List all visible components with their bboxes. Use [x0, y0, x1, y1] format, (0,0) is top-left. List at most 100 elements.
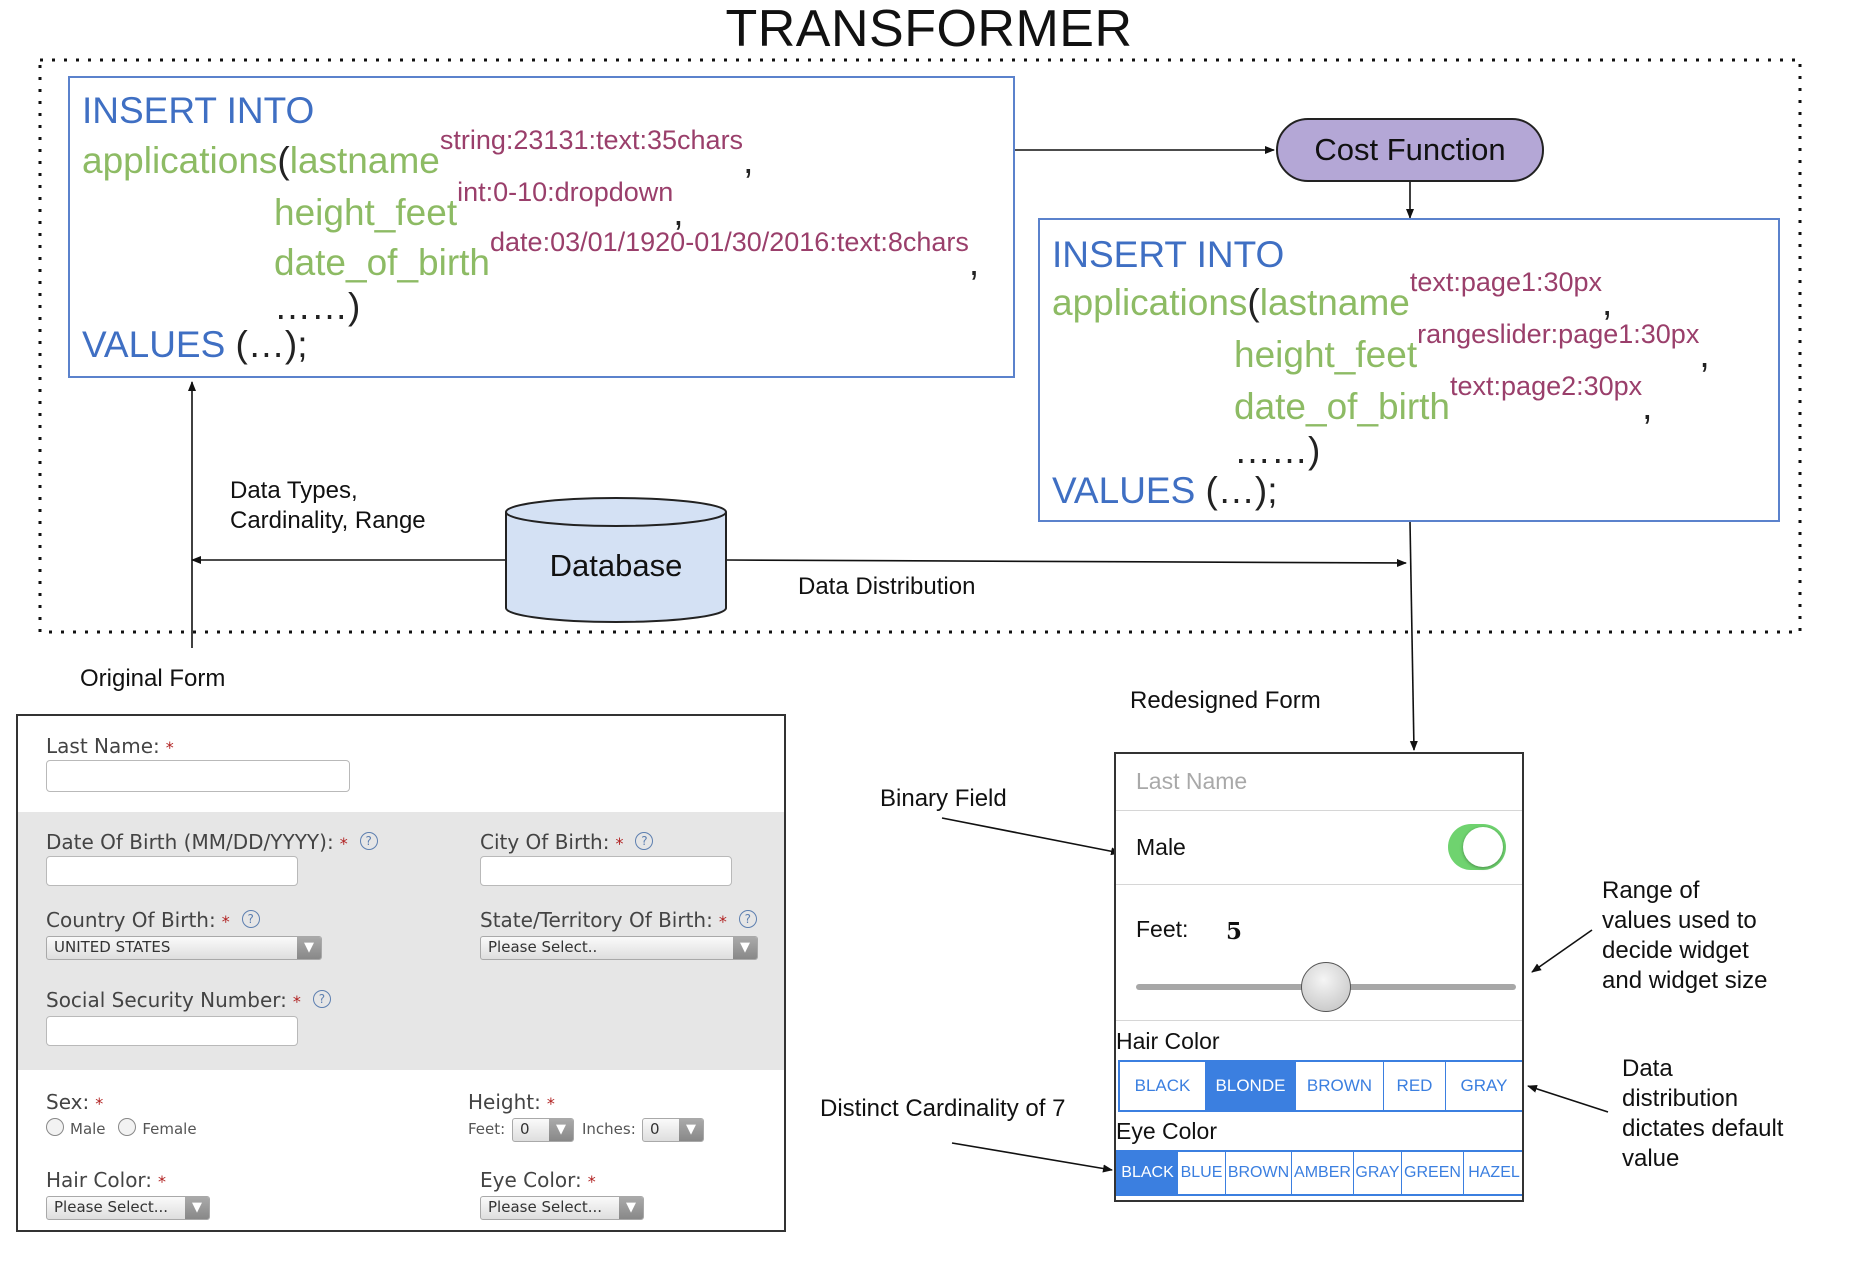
- chevron-down-icon: ▼: [679, 1119, 703, 1141]
- data-types-label-2: Cardinality, Range: [230, 507, 426, 534]
- male-radio[interactable]: [46, 1118, 64, 1136]
- hair-color-option[interactable]: BLACK: [1120, 1062, 1206, 1110]
- column-name: date_of_birth: [274, 242, 491, 283]
- chevron-down-icon: ▼: [297, 937, 321, 959]
- label-text: Date Of Birth (MM/DD/YYYY):: [46, 830, 334, 854]
- sex-label: Sex:*: [46, 1090, 103, 1114]
- label-text: Height:: [468, 1090, 541, 1114]
- label-text: Sex:: [46, 1090, 90, 1114]
- arrow-sql-to-redesigned-form: [1409, 521, 1418, 751]
- diagram-title: TRANSFORMER: [725, 0, 1133, 58]
- required-star: *: [165, 738, 174, 757]
- inches-select[interactable]: 0▼: [642, 1118, 704, 1142]
- help-icon[interactable]: ?: [359, 832, 378, 850]
- eye-color-option[interactable]: AMBER: [1292, 1152, 1354, 1194]
- range-note-line: values used to: [1602, 907, 1757, 934]
- distribution-note-line: value: [1622, 1145, 1680, 1172]
- distinct-cardinality-label: Distinct Cardinality of 7: [820, 1095, 1066, 1122]
- male-label: Male: [70, 1120, 106, 1138]
- eye-color-option[interactable]: GRAY: [1354, 1152, 1402, 1194]
- required-star: *: [292, 992, 301, 1011]
- label-text: Country Of Birth:: [46, 908, 216, 932]
- required-star: *: [615, 834, 624, 853]
- eye-color-option[interactable]: BROWN: [1226, 1152, 1292, 1194]
- sex-radio-group: Male Female: [46, 1118, 197, 1138]
- required-star: *: [221, 912, 230, 931]
- hair-color-select[interactable]: Please Select... ▼: [46, 1196, 210, 1220]
- hair-color-option[interactable]: BROWN: [1296, 1062, 1384, 1110]
- male-toggle[interactable]: [1448, 824, 1506, 870]
- values-line: VALUES (…);: [82, 324, 307, 366]
- eye-color-option[interactable]: GREEN: [1402, 1152, 1464, 1194]
- eye-color-select[interactable]: Please Select...▼: [480, 1196, 644, 1220]
- ssn-input[interactable]: [46, 1016, 298, 1046]
- required-star: *: [339, 834, 348, 853]
- hair-color-option[interactable]: BLONDE: [1206, 1062, 1296, 1110]
- hair-color-label: Hair Color:*: [46, 1168, 166, 1192]
- eye-color-title: Eye Color: [1116, 1118, 1217, 1144]
- hair-color-title: Hair Color: [1116, 1028, 1220, 1054]
- range-note-line: and widget size: [1602, 967, 1768, 994]
- chevron-down-icon: ▼: [185, 1197, 209, 1219]
- column-name: height_feet: [274, 192, 458, 233]
- distribution-note: Data distribution dictates default value: [1622, 1054, 1783, 1174]
- feet-label: Feet:: [468, 1120, 506, 1138]
- feet-select[interactable]: 0▼: [512, 1118, 574, 1142]
- help-icon[interactable]: ?: [635, 832, 654, 850]
- help-icon[interactable]: ?: [241, 910, 260, 928]
- column-name: lastname: [1259, 282, 1410, 323]
- comma: ,: [1642, 386, 1653, 427]
- table-name: applications: [82, 140, 278, 181]
- label-text: Eye Color:: [480, 1168, 582, 1192]
- distribution-note-line: distribution: [1622, 1085, 1739, 1112]
- label-text: City Of Birth:: [480, 830, 610, 854]
- comma: ,: [1699, 334, 1710, 375]
- last-name-field[interactable]: Last Name: [1136, 768, 1248, 794]
- range-note-line: Range of: [1602, 877, 1700, 904]
- eye-color-option[interactable]: HAZEL: [1468, 1164, 1520, 1181]
- insert-keyword: INSERT INTO: [1052, 234, 1285, 275]
- sql-line-2: height_feetrangeslider:page1:30px,: [1234, 319, 1710, 376]
- male-label: Male: [1136, 834, 1186, 860]
- state-label: State/Territory Of Birth:*?: [480, 908, 757, 932]
- select-value: 0: [520, 1120, 530, 1138]
- select-value: Please Select...: [488, 1198, 603, 1216]
- country-label: Country Of Birth: *?: [46, 908, 260, 932]
- help-icon[interactable]: ?: [312, 990, 331, 1008]
- insert-keyword: INSERT INTO: [82, 90, 315, 131]
- original-form-label: Original Form: [80, 665, 226, 692]
- divider: [1116, 1020, 1522, 1021]
- select-value: 0: [650, 1120, 660, 1138]
- column-annotation: text:page2:30px: [1450, 371, 1643, 401]
- hair-color-option[interactable]: GRAY: [1460, 1076, 1508, 1095]
- state-select[interactable]: Please Select..▼: [480, 936, 758, 960]
- distribution-note-line: Data: [1622, 1055, 1673, 1082]
- values-rest: (…);: [1195, 470, 1278, 511]
- select-value: Please Select...: [54, 1198, 169, 1216]
- feet-slider-thumb[interactable]: [1301, 962, 1351, 1012]
- last-name-input[interactable]: [46, 760, 350, 792]
- feet-label: Feet:: [1136, 916, 1189, 942]
- sql-line-3: date_of_birthtext:page2:30px,: [1234, 371, 1653, 428]
- database-label: Database: [549, 548, 683, 583]
- help-icon[interactable]: ?: [738, 910, 757, 928]
- dob-input[interactable]: [46, 856, 298, 886]
- sql-line-1: applications(lastnametext:page1:30px,: [1052, 267, 1612, 324]
- female-radio[interactable]: [118, 1118, 137, 1136]
- comma: ,: [968, 242, 980, 283]
- eye-color-option[interactable]: BLACK: [1118, 1152, 1178, 1194]
- toggle-knob: [1463, 827, 1503, 867]
- country-select[interactable]: UNITED STATES▼: [46, 936, 322, 960]
- eye-color-option[interactable]: BLUE: [1178, 1152, 1226, 1194]
- dob-label: Date Of Birth (MM/DD/YYYY): *?: [46, 830, 378, 854]
- hair-color-option[interactable]: RED: [1384, 1062, 1446, 1110]
- column-name: date_of_birth: [1234, 386, 1451, 427]
- data-types-label-1: Data Types,: [230, 477, 358, 504]
- female-label: Female: [142, 1120, 197, 1138]
- column-name: height_feet: [1234, 334, 1418, 375]
- city-input[interactable]: [480, 856, 732, 886]
- city-label: City Of Birth: *?: [480, 830, 654, 854]
- chevron-down-icon: ▼: [733, 937, 757, 959]
- binary-field-label: Binary Field: [880, 785, 1007, 812]
